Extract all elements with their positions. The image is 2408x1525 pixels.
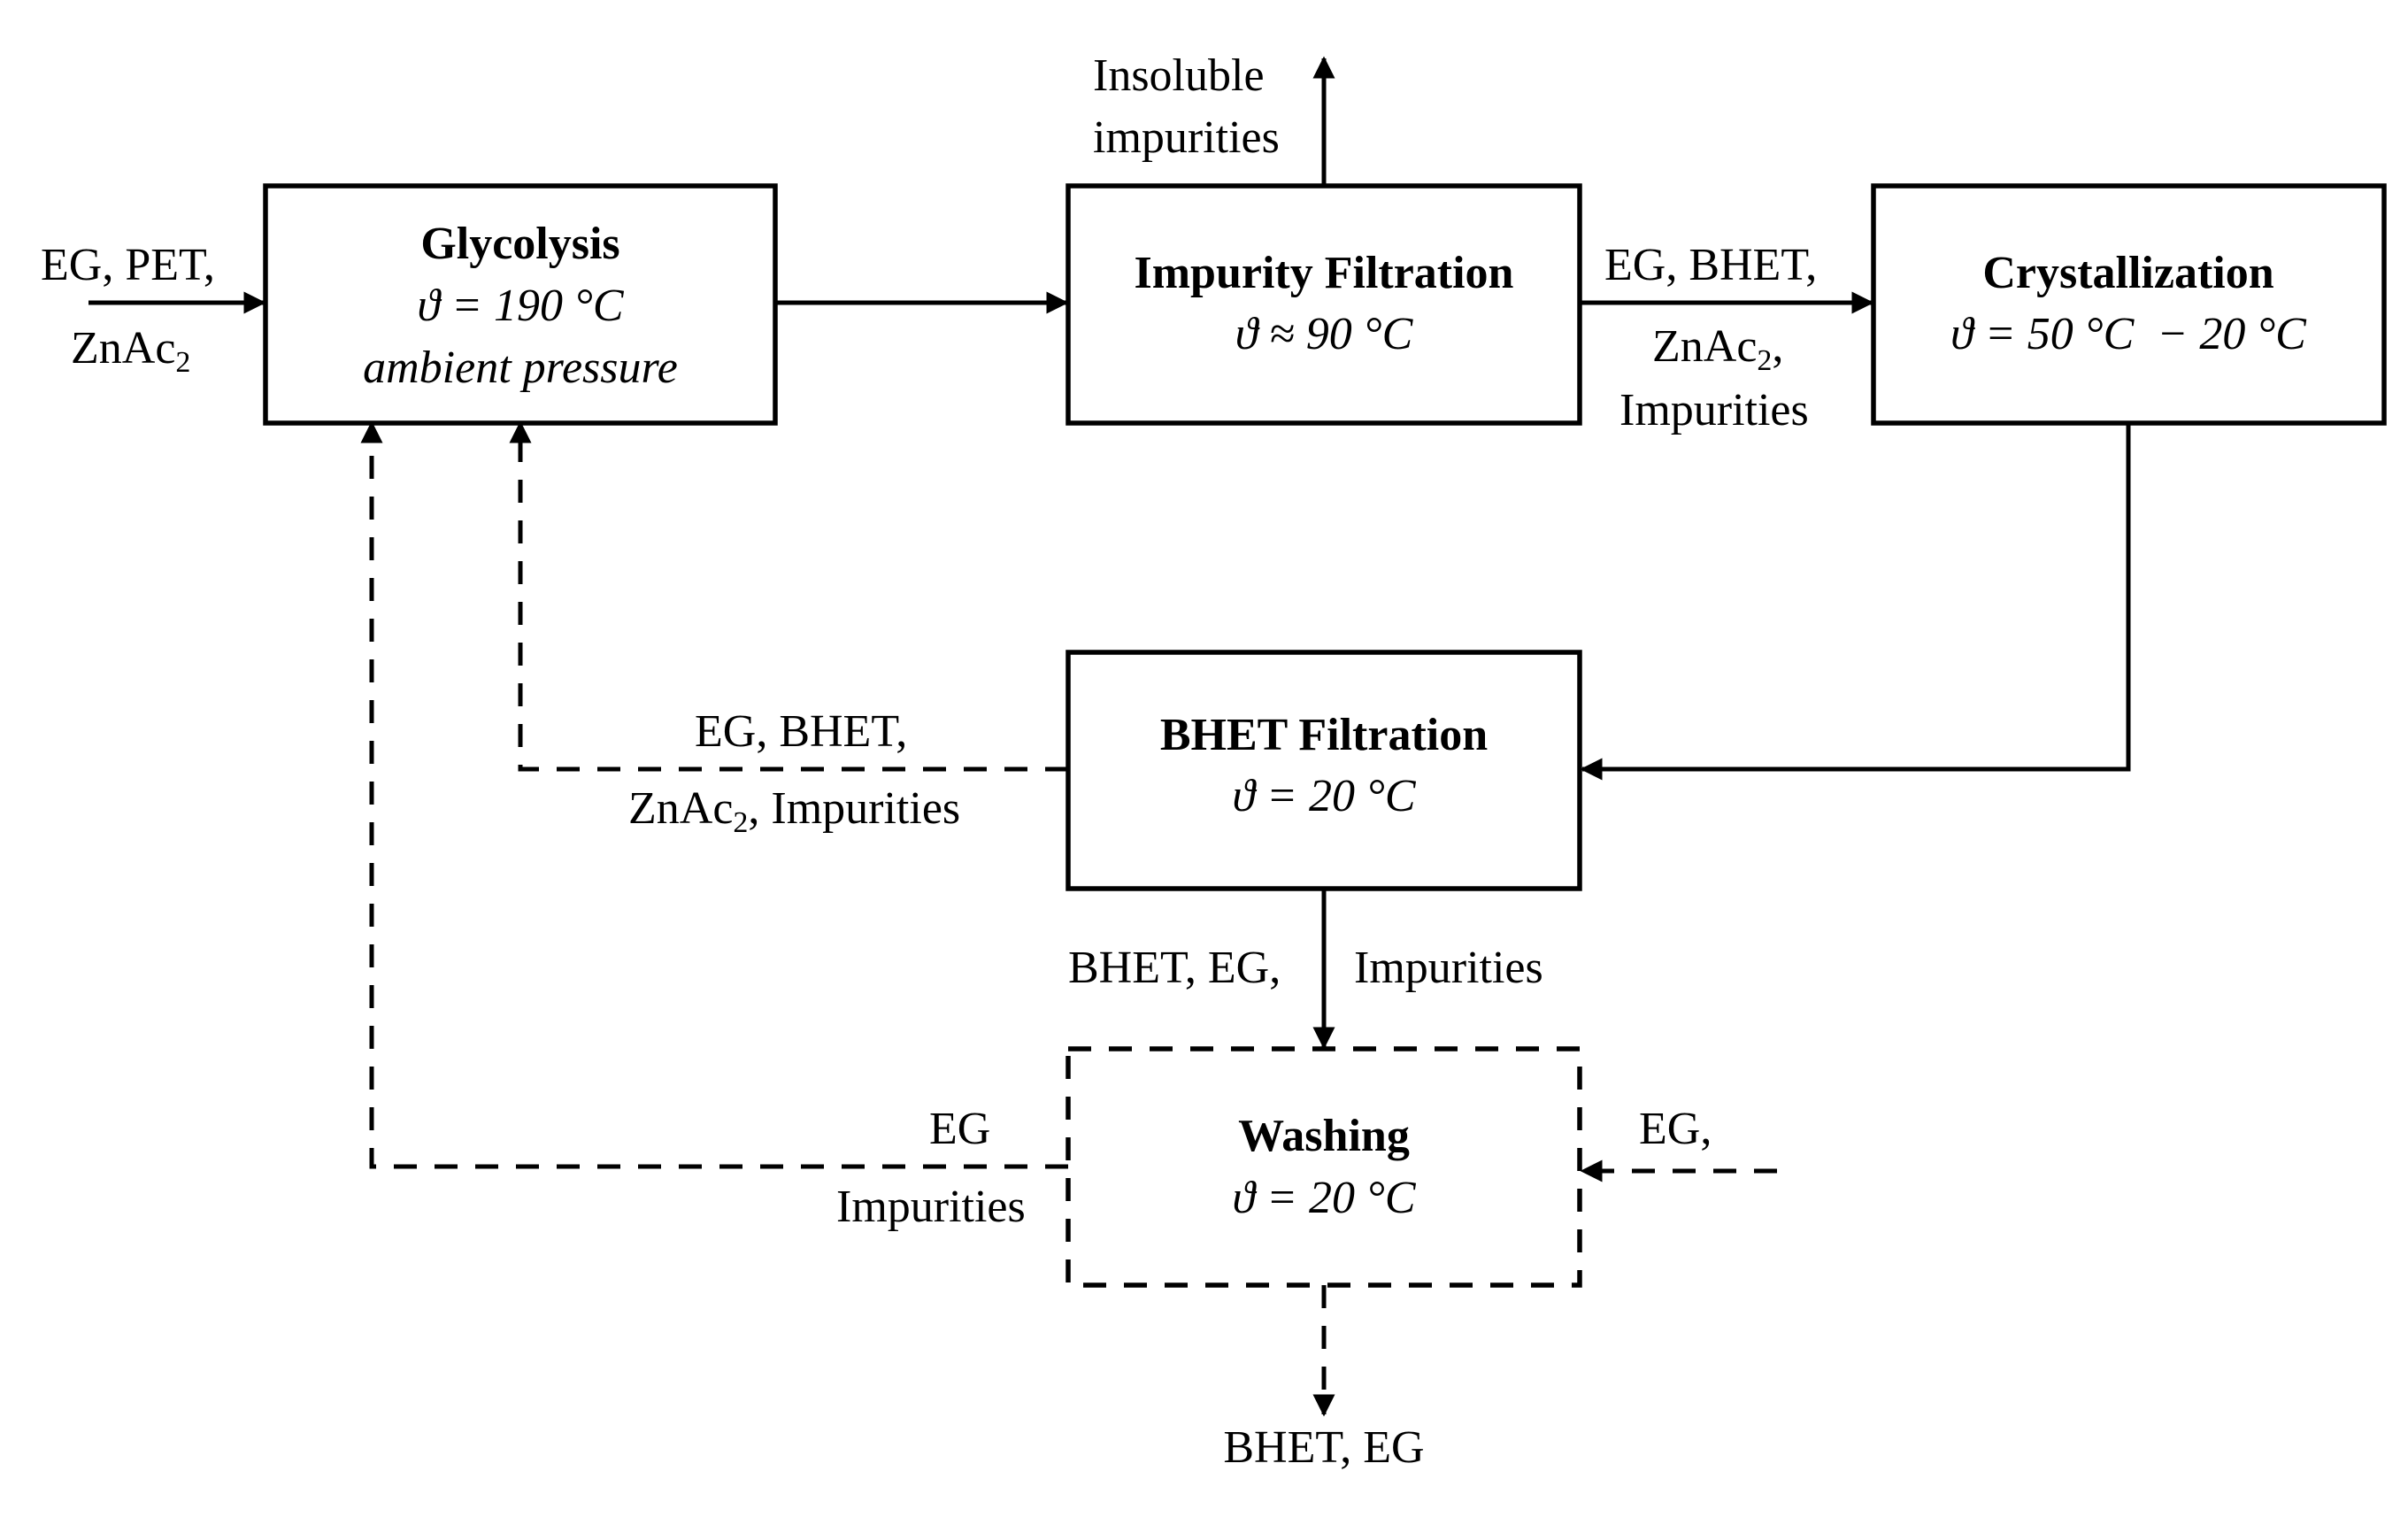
impurity-filtration-condition: ϑ ≈ 90 °C — [1235, 309, 1414, 359]
crystallization-condition: ϑ = 50 °C − 20 °C — [1950, 309, 2307, 359]
feed-line-2: ZnAc2 — [71, 323, 190, 379]
feed-line-1: EG, PET, — [41, 240, 215, 290]
feed-zinc-acetate-subscript: 2 — [175, 346, 190, 379]
recycle-impurities: , Impurities — [748, 783, 960, 834]
stream-product-label: BHET, EG — [1223, 1422, 1424, 1473]
unit-impurity-filtration: Impurity Filtration ϑ ≈ 90 °C — [1066, 183, 1582, 426]
product-line-1: BHET, EG — [1223, 1422, 1424, 1473]
stream-recycle-label: EG, BHET, ZnAc2, Impurities — [628, 706, 960, 839]
to-crystallization-zinc-acetate: ZnAc — [1652, 321, 1757, 372]
to-crystallization-line-3: Impurities — [1619, 385, 1809, 435]
unit-bhet-filtration: BHET Filtration ϑ = 20 °C — [1066, 650, 1582, 891]
to-washing-left: BHET, EG, — [1068, 943, 1281, 993]
insoluble-line-2: impurities — [1093, 112, 1280, 163]
glycolysis-pressure: ambient pressure — [363, 343, 678, 393]
stream-insoluble-label: Insoluble impurities — [1093, 50, 1280, 163]
stream-to-washing-label: BHET, EG, Impurities — [1068, 943, 1543, 993]
wash-feed-line-1: EG, — [1639, 1104, 1712, 1154]
washing-condition: ϑ = 20 °C — [1232, 1173, 1416, 1223]
bhet-filtration-condition: ϑ = 20 °C — [1232, 771, 1416, 821]
recycle-line-1: EG, BHET, — [695, 706, 907, 757]
stream-to-crystallization-label: EG, BHET, ZnAc2, Impurities — [1604, 240, 1817, 435]
insoluble-line-1: Insoluble — [1093, 50, 1265, 101]
to-crystallization-line-1: EG, BHET, — [1604, 240, 1817, 290]
crystallization-to-bhet-filtration-arrow — [1580, 423, 2131, 781]
recycle-zinc-acetate-subscript: 2 — [733, 806, 748, 839]
recycle-zinc-acetate: ZnAc — [628, 783, 733, 834]
unit-glycolysis: Glycolysis ϑ = 190 °C ambient pressure — [263, 183, 778, 426]
stream-feed-label: EG, PET, ZnAc2 — [41, 240, 215, 379]
mother-liquor-recycle-arrow — [509, 420, 1068, 772]
glycolysis-title: Glycolysis — [420, 219, 619, 269]
crystallization-title: Crystallization — [1982, 248, 2273, 298]
bhet-filtration-title: BHET Filtration — [1160, 710, 1488, 760]
unit-crystallization: Crystallization ϑ = 50 °C − 20 °C — [1871, 183, 2387, 426]
glycolysis-condition: ϑ = 190 °C — [417, 281, 624, 331]
impurity-filtration-title: Impurity Filtration — [1135, 248, 1514, 298]
to-crystallization-comma: , — [1772, 321, 1783, 372]
wash-recycle-arrow — [360, 420, 1068, 1169]
stream-wash-recycle-label: EG Impurities — [836, 1104, 1026, 1232]
washing-title: Washing — [1238, 1111, 1410, 1161]
wash-recycle-line-1: EG — [929, 1104, 990, 1154]
unit-washing: Washing ϑ = 20 °C — [1066, 1046, 1582, 1288]
to-crystallization-line-2: ZnAc2, — [1652, 321, 1783, 377]
feed-zinc-acetate: ZnAc — [71, 323, 175, 374]
stream-wash-feed-label: EG, — [1639, 1104, 1712, 1154]
recycle-line-2: ZnAc2, Impurities — [628, 783, 960, 839]
to-washing-right: Impurities — [1354, 943, 1543, 993]
to-crystallization-zinc-acetate-subscript: 2 — [1757, 344, 1772, 377]
wash-recycle-line-2: Impurities — [836, 1182, 1026, 1232]
